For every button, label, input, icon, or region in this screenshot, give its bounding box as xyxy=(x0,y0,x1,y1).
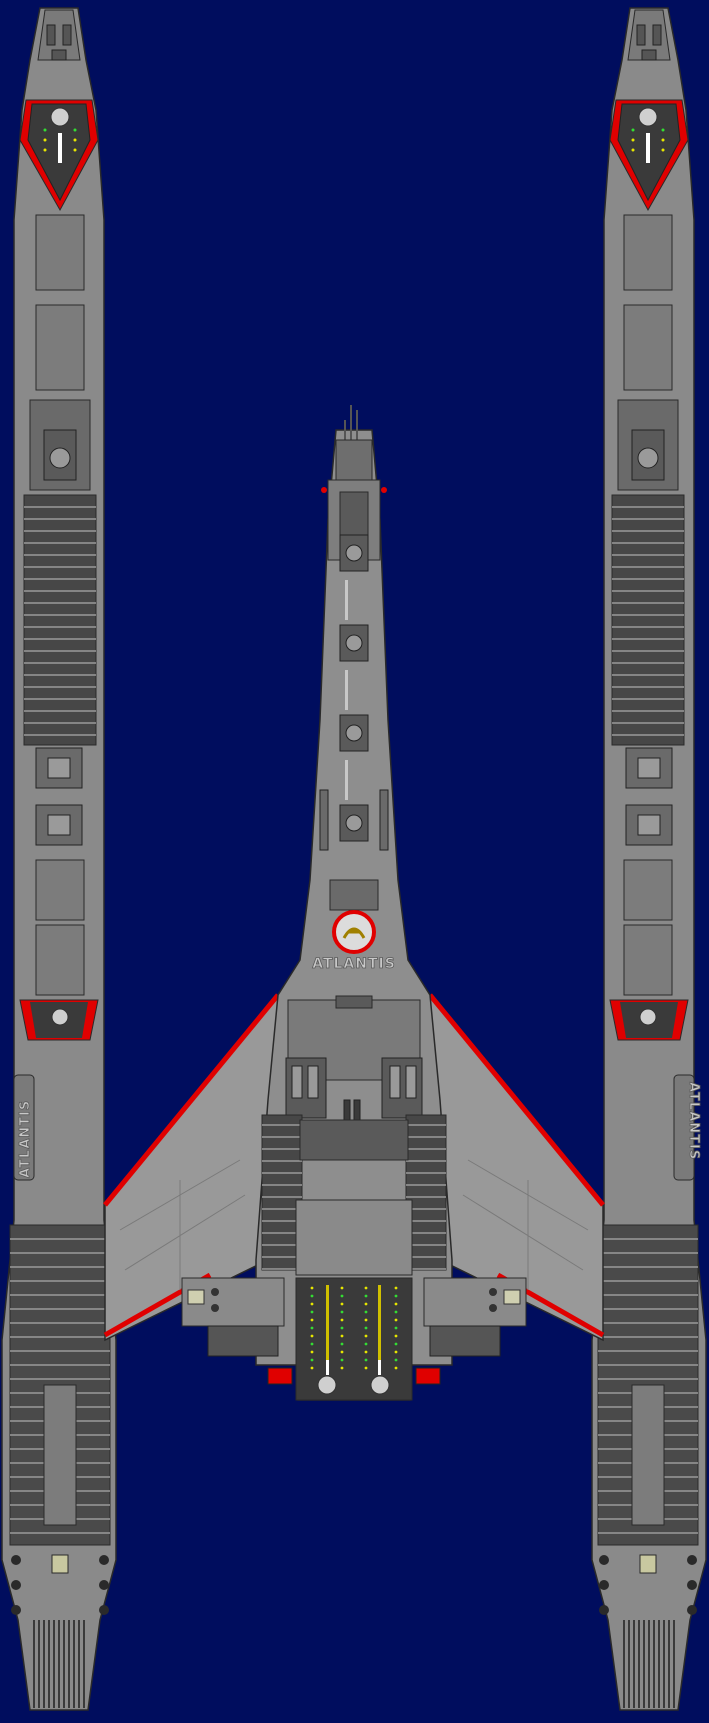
left-pod: ATLANTIS xyxy=(1,7,117,1711)
left-pod-name-text: ATLANTIS xyxy=(18,1100,33,1178)
left-pod-exhaust xyxy=(33,1620,85,1708)
aft-light-left xyxy=(267,1367,293,1385)
phoenix-emblem-glyph xyxy=(342,927,366,939)
right-pod-mid-modules xyxy=(623,859,673,996)
side-rails xyxy=(319,789,389,851)
aft-hangar-emblem-right-icon xyxy=(370,1375,390,1395)
left-pod-name-plate xyxy=(13,1074,35,1181)
ship-name-text: ATLANTIS xyxy=(312,956,396,972)
right-pod-turret xyxy=(631,429,665,481)
right-wing-trim-front xyxy=(428,993,605,1207)
deck-turrets xyxy=(285,1057,423,1119)
emblem-plate xyxy=(329,879,379,911)
aft-side-vents xyxy=(187,1289,521,1305)
right-pod-nose-detail xyxy=(636,24,662,61)
bow-light-left xyxy=(321,487,327,493)
wing-panel-lines xyxy=(119,1159,589,1290)
left-pod-nose-detail xyxy=(46,24,72,61)
left-pod-aft-module xyxy=(43,1384,77,1574)
right-hangar-lights xyxy=(631,128,665,152)
left-hangar-lights xyxy=(43,128,77,152)
left-pod-mid-modules xyxy=(35,859,85,996)
right-pod-name-plate xyxy=(673,1074,695,1181)
right-pod-ports xyxy=(599,1555,697,1615)
bow-light-right xyxy=(381,487,387,493)
main-ship: ATLANTIS xyxy=(103,405,605,1401)
hull-ribs xyxy=(261,1114,447,1271)
left-pod-nose xyxy=(37,9,81,61)
left-hangar-emblem-icon xyxy=(50,107,70,127)
right-mid-hangar-emblem-icon xyxy=(639,1008,657,1026)
spine-turrets xyxy=(339,534,369,842)
right-hangar-centerline xyxy=(646,133,650,163)
left-pod-ribs xyxy=(23,494,97,746)
right-pod-upper-modules xyxy=(617,214,679,491)
aft-hangar xyxy=(267,1277,441,1401)
right-pod-nose xyxy=(627,9,671,61)
antenna xyxy=(344,405,358,440)
right-pod-ribs xyxy=(611,494,685,746)
right-pod-aft-module xyxy=(631,1384,665,1574)
aft-side-modules xyxy=(181,1277,527,1327)
aft-hangar-lights xyxy=(310,1286,398,1370)
left-pod-turret xyxy=(43,429,77,481)
right-pod xyxy=(591,7,707,1711)
right-pod-mid-turrets xyxy=(625,747,673,846)
aft-light-right xyxy=(415,1367,441,1385)
aft-side-ports xyxy=(211,1288,497,1312)
spine-rails xyxy=(345,580,348,800)
right-pod-name-text: ATLANTIS xyxy=(686,1082,701,1160)
left-pod-ports xyxy=(11,1555,109,1615)
left-wing-trim-front xyxy=(103,993,280,1207)
right-hangar-emblem-icon xyxy=(638,107,658,127)
aft-side-exhaust xyxy=(207,1325,501,1357)
left-pod-mid-turrets xyxy=(35,747,83,846)
left-hangar-centerline xyxy=(58,133,62,163)
aft-deck xyxy=(295,1199,413,1276)
aft-hangar-emblem-left-icon xyxy=(317,1375,337,1395)
right-pod-exhaust xyxy=(623,1620,675,1708)
left-mid-hangar-emblem-icon xyxy=(51,1008,69,1026)
